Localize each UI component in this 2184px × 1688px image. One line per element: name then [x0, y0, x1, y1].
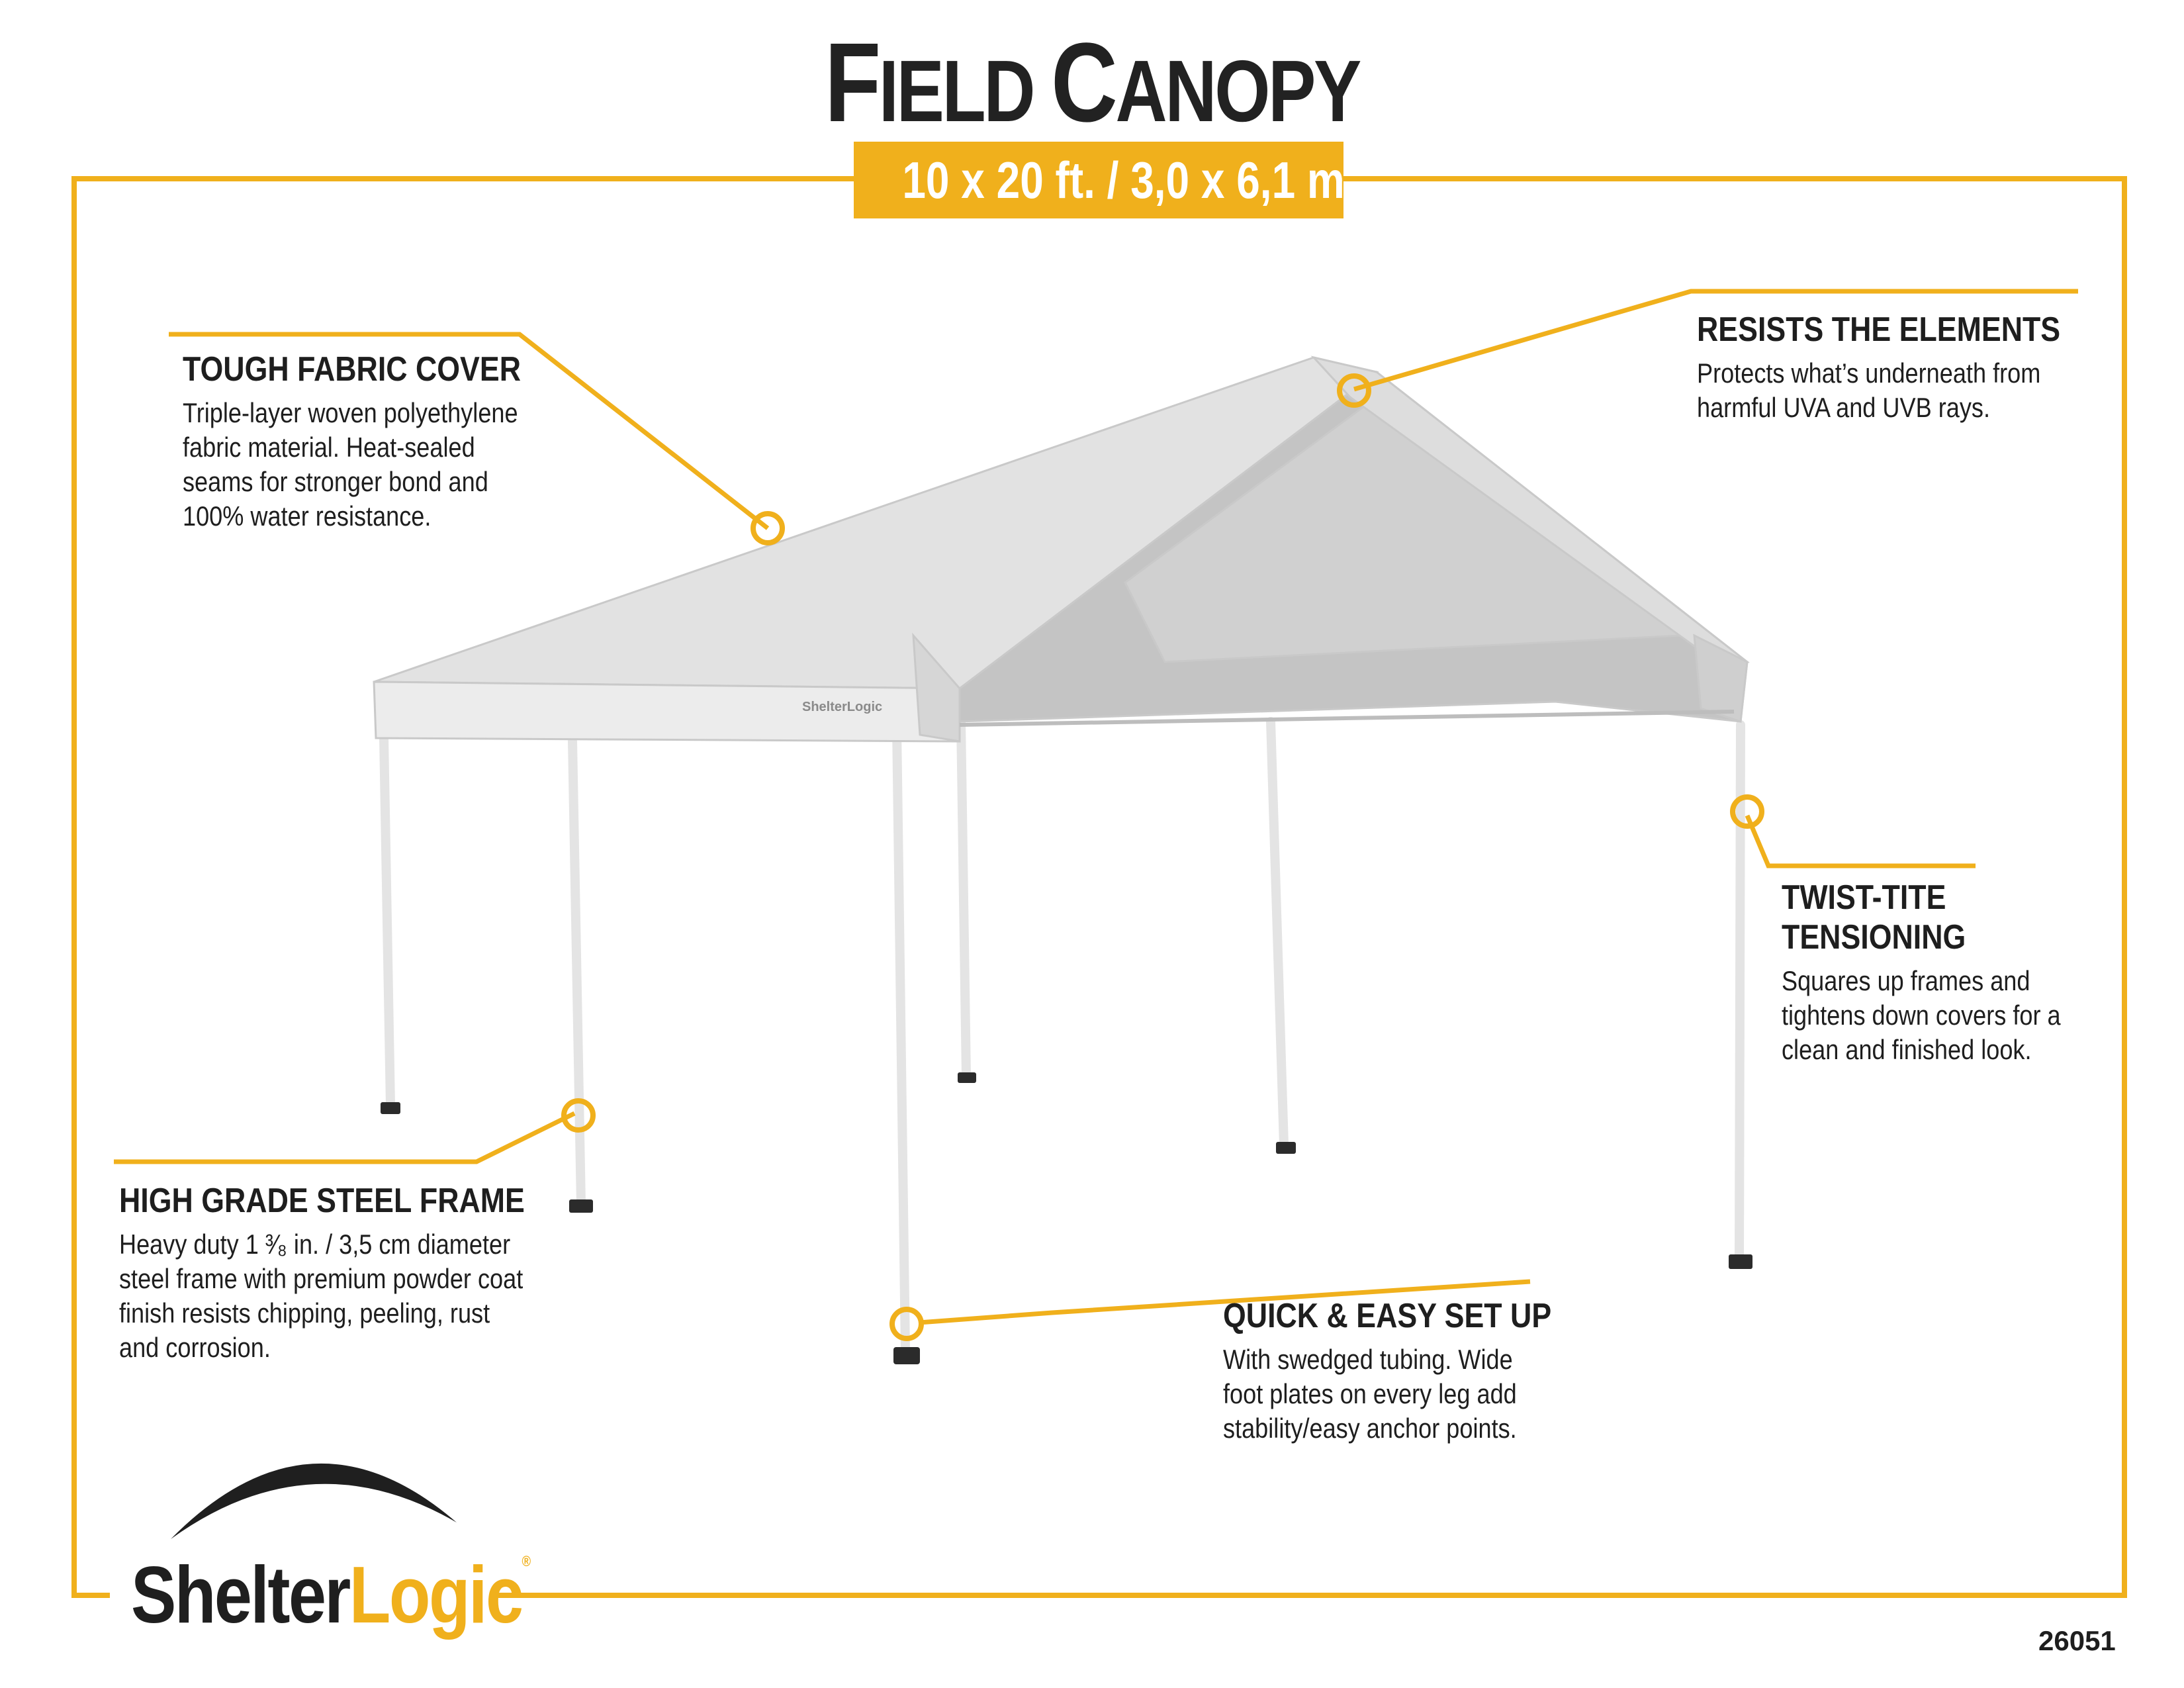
leader-frame: [114, 1111, 576, 1164]
callout-frame: HIGH GRADE STEEL FRAME Heavy duty 1 ³⁄₈ …: [119, 1181, 591, 1365]
callout-markers: [561, 373, 1764, 1341]
callout-heading: QUICK & EASY SET UP: [1223, 1297, 1552, 1335]
canopy-cover: [373, 355, 1750, 743]
size-badge: 10 x 20 ft. / 3,0 x 6,1 m: [854, 142, 1345, 218]
leader-elements: [1353, 289, 2078, 392]
callout-heading: HIGH GRADE STEEL FRAME: [119, 1182, 525, 1220]
callout-text: Protects what’s underneath from harmful …: [1697, 357, 2041, 423]
callout-text: Squares up frames and tightens down cove…: [1782, 965, 2061, 1065]
callout-heading: RESISTS THE ELEMENTS: [1697, 310, 2061, 349]
callout-fabric: TOUGH FABRIC COVER Triple-layer woven po…: [183, 350, 576, 534]
leader-tension: [1745, 814, 1976, 868]
leader-fabric: [169, 332, 770, 530]
callout-text: Heavy duty 1 ³⁄₈ in. / 3,5 cm diameter s…: [119, 1229, 523, 1363]
foot-plates: [381, 1072, 1752, 1364]
callout-tension: TWIST-TITE TENSIONING Squares up frames …: [1782, 878, 2106, 1067]
canopy-legs: [379, 717, 1745, 1355]
logo-arch: [171, 1463, 457, 1539]
border-frame: [71, 176, 2127, 1598]
callout-setup: QUICK & EASY SET UP With swedged tubing.…: [1223, 1296, 1605, 1446]
callout-heading: TWIST-TITE TENSIONING: [1782, 878, 1966, 957]
callout-heading: TOUGH FABRIC COVER: [183, 350, 522, 389]
canopy-logo-label: ShelterLogic: [802, 700, 882, 714]
callout-leaders: [114, 289, 2078, 1325]
callout-text: Triple-layer woven polyethylene fabric m…: [183, 397, 518, 532]
callout-elements: RESISTS THE ELEMENTS Protects what’s und…: [1697, 310, 2120, 425]
page-title: FIELD CANOPY: [824, 20, 1361, 146]
leader-setup: [918, 1279, 1531, 1325]
brand-logo: ShelterLogic®: [131, 1550, 531, 1640]
callout-text: With swedged tubing. Wide foot plates on…: [1223, 1344, 1517, 1444]
part-number: 26051: [2038, 1625, 2116, 1656]
